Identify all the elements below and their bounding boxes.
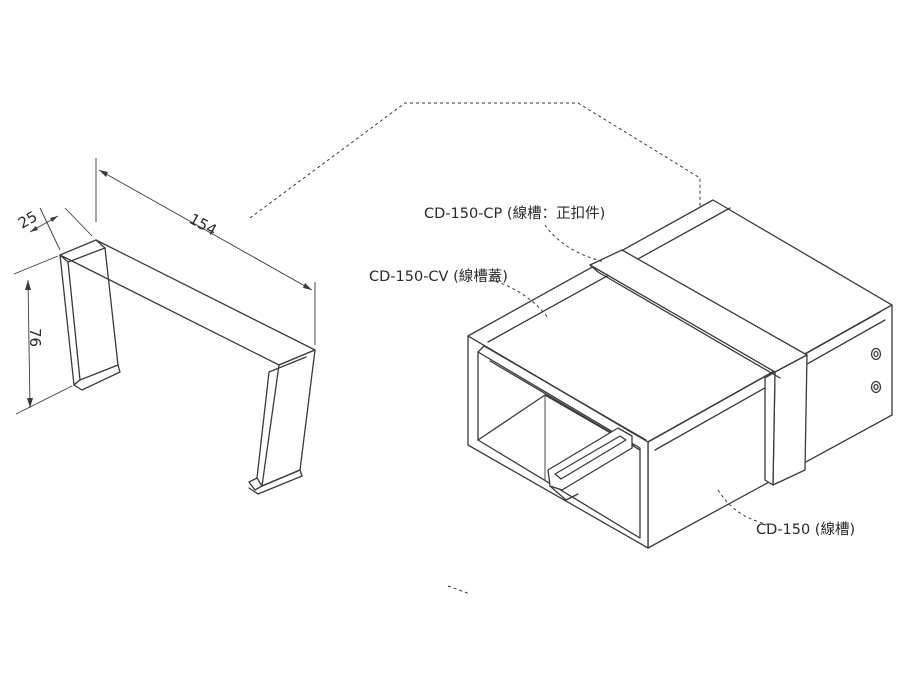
label-duct: CD-150 (線槽)	[756, 521, 855, 538]
dimension-76: 76	[13, 255, 73, 415]
leader-duct	[717, 489, 771, 526]
bracket-drawing: 154 25 76	[13, 158, 316, 495]
label-cover-plate: CD-150-CP (線槽：正扣件)	[424, 205, 605, 222]
dimension-25: 25	[15, 207, 93, 251]
label-cover: CD-150-CV (線槽蓋)	[369, 268, 508, 285]
bracket-outline	[59, 239, 316, 495]
dimension-76-label: 76	[26, 328, 44, 347]
inner-rail	[547, 427, 633, 501]
side-holes	[870, 347, 882, 394]
clip-band	[589, 249, 808, 486]
leader-cover-plate	[544, 224, 606, 263]
duct-assembly-drawing	[467, 199, 893, 549]
leader-cover	[489, 279, 549, 319]
stray-mark	[447, 585, 471, 595]
